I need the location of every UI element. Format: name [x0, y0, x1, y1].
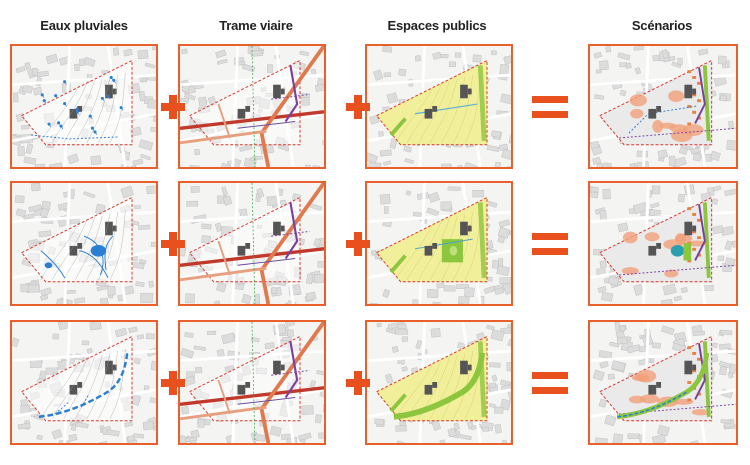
plus-operator-1-1: [161, 94, 185, 124]
map-panel-eaux-pluviales-2: [10, 181, 158, 306]
map-panel-espaces-publics-1: [365, 44, 513, 169]
map-panel-trame-viaire-3: [178, 320, 326, 445]
column-header-espaces-publics: Espaces publics: [387, 18, 487, 33]
column-header-trame-viaire: Trame viaire: [219, 18, 293, 33]
map-panel-scenario-2: [588, 181, 738, 306]
map-panel-espaces-publics-3: [365, 320, 513, 445]
column-header-eaux-pluviales: Eaux pluviales: [40, 18, 128, 33]
plus-operator-1-2: [346, 94, 370, 124]
equals-operator-1: [532, 95, 568, 126]
map-panel-eaux-pluviales-1: [10, 44, 158, 169]
map-panel-scenario-1: [588, 44, 738, 169]
equals-operator-3: [532, 371, 568, 402]
plus-operator-2-2: [346, 231, 370, 261]
map-panel-eaux-pluviales-3: [10, 320, 158, 445]
column-header-scenarios: Scénarios: [631, 18, 693, 33]
map-panel-trame-viaire-2: [178, 181, 326, 306]
map-panel-trame-viaire-1: [178, 44, 326, 169]
plus-operator-2-1: [161, 231, 185, 261]
plus-operator-3-1: [161, 370, 185, 400]
map-panel-espaces-publics-2: [365, 181, 513, 306]
map-panel-scenario-3: [588, 320, 738, 445]
plus-operator-3-2: [346, 370, 370, 400]
equals-operator-2: [532, 232, 568, 263]
